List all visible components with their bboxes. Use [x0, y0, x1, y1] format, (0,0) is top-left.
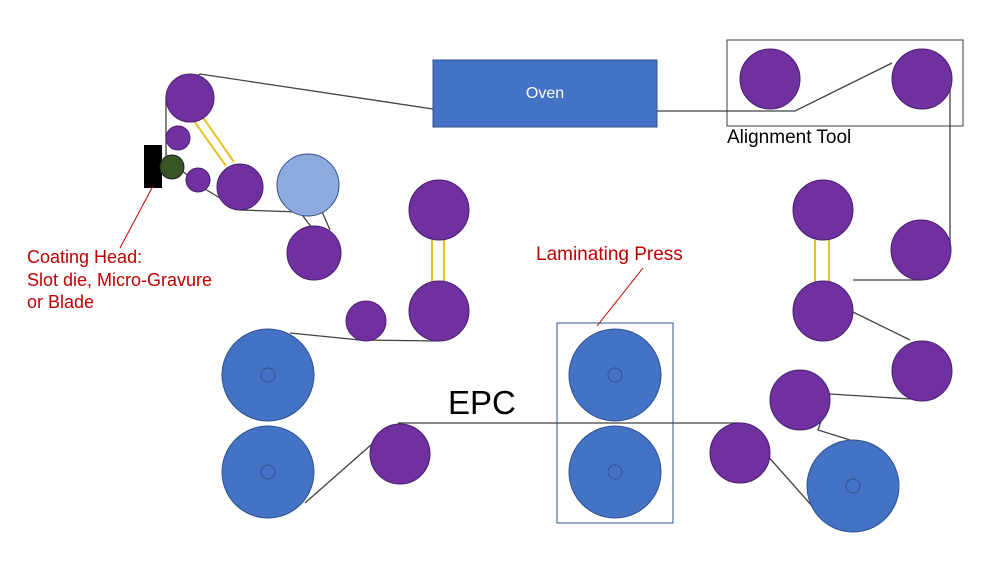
coating-head-label: Coating Head: Slot die, Micro-Gravure or… — [27, 247, 213, 312]
idler-roller — [408, 179, 470, 241]
tension-link-coater-a — [193, 120, 227, 167]
idler-roller — [792, 179, 854, 241]
alignment-tool-label: Alignment Tool — [727, 127, 852, 148]
idler-roller — [709, 422, 771, 484]
idler-roller — [216, 163, 264, 211]
idler-roller — [890, 219, 952, 281]
idler-roller — [345, 300, 387, 342]
oven-box — [432, 59, 658, 128]
reel-left-upper — [221, 328, 315, 422]
chill-roller — [276, 153, 340, 217]
oven-label: Oven — [525, 84, 565, 102]
idler-roller — [792, 280, 854, 342]
idler-roller — [891, 48, 953, 110]
laminating-press-frame — [556, 322, 674, 524]
web-segment-right-lower — [817, 393, 911, 441]
idler-roller — [369, 423, 431, 485]
web-segment-oven-to-alignment — [657, 62, 893, 112]
reels — [221, 328, 900, 533]
idler-roller — [408, 280, 470, 342]
idler-roller — [891, 340, 953, 402]
idler-roller — [165, 73, 215, 123]
coating-head-callout-line — [119, 185, 154, 249]
reel-right — [806, 439, 900, 533]
laminating-roll-lower — [568, 425, 662, 519]
idler-roller — [739, 48, 801, 110]
laminating-press-label: Laminating Press — [536, 244, 683, 265]
reel-left-lower — [221, 425, 315, 519]
idler-roller — [185, 167, 211, 193]
idler-roller — [165, 125, 191, 151]
idler-rollers — [165, 48, 953, 485]
laminating-press-callout-line — [596, 267, 644, 327]
idler-roller — [769, 369, 831, 431]
idler-roller — [286, 225, 342, 281]
laminating-roll-upper — [568, 328, 662, 422]
tension-links — [193, 115, 830, 283]
tension-link-coater-b — [201, 115, 235, 163]
epc-label: EPC — [448, 384, 516, 421]
web-segment-right-mid — [852, 311, 911, 341]
web-segment-to-left-reel — [304, 443, 373, 504]
applicator-roll — [159, 154, 185, 180]
alignment-tool-frame — [726, 39, 964, 127]
coating-head — [144, 145, 162, 188]
